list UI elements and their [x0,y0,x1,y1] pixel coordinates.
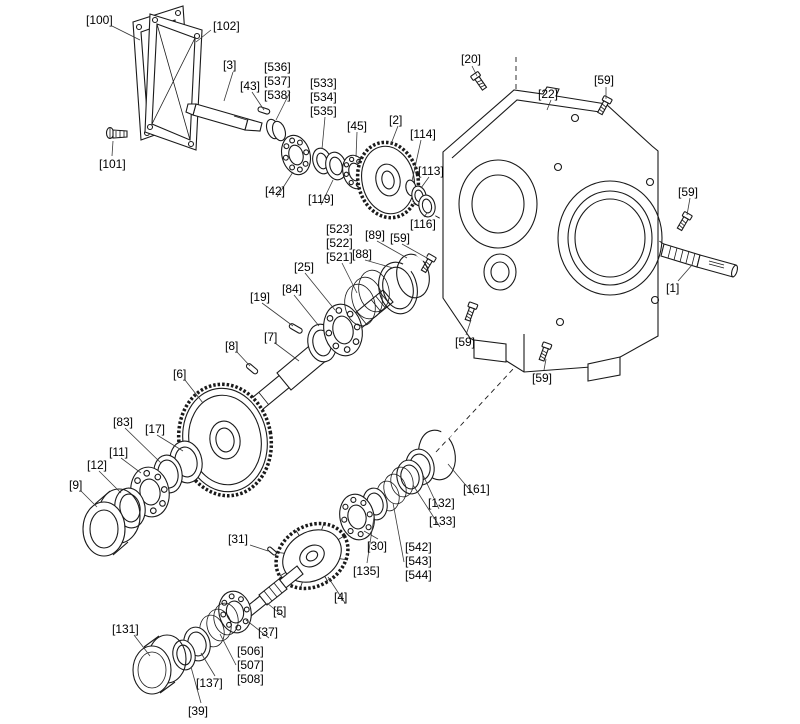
label-543: [543] [405,554,432,568]
label-132: [132] [428,496,455,510]
label-5: [5] [273,604,287,618]
label-102: [102] [213,19,240,33]
label-6: [6] [173,367,187,381]
label-100: [100] [86,13,113,27]
shaft-3 [185,103,263,132]
label-37: [37] [258,625,279,639]
label-31: [31] [228,532,249,546]
label-536: [536] [264,60,291,74]
label-535: [535] [310,104,337,118]
screw-59-right [675,210,693,233]
label-59-bottom: [59] [532,371,553,385]
key-43 [257,106,271,115]
cover-102 [144,13,203,151]
label-508: [508] [237,672,264,686]
label-11: [11] [109,445,129,459]
housing-22 [442,86,663,382]
label-83: [83] [113,415,134,429]
label-45: [45] [347,119,368,133]
label-544: [544] [405,568,432,582]
label-84: [84] [282,282,303,296]
shims-506-508 [199,602,239,648]
key-31 [267,546,277,556]
leader-lines [80,25,693,704]
bearing-42 [280,134,312,176]
bearing-25 [323,303,363,357]
label-4: [4] [334,590,348,604]
label-137: [137] [196,676,223,690]
screw-101 [105,126,128,140]
gear-2 [355,140,421,220]
label-131: [131] [112,622,139,636]
label-507: [507] [237,658,264,672]
label-59-right: [59] [678,185,699,199]
label-30: [30] [367,539,388,553]
label-8: [8] [225,339,239,353]
label-59-mid: [59] [390,231,411,245]
label-161: [161] [463,482,490,496]
ring-39 [172,639,196,671]
label-59-top: [59] [594,73,615,87]
label-542: [542] [405,540,432,554]
label-533: [533] [310,76,337,90]
shims-521-523 [344,269,390,327]
label-538: [538] [264,88,291,102]
cap-9 [82,488,141,557]
label-523: [523] [326,222,353,236]
label-42: [42] [265,184,286,198]
label-39: [39] [188,704,209,718]
label-9: [9] [69,478,83,492]
label-89: [89] [365,228,386,242]
label-119: [119] [308,192,334,206]
snap-ring-88 [378,260,418,315]
label-59-front: [59] [455,335,476,349]
bearing-37 [218,590,252,634]
label-22: [22] [538,87,559,101]
label-537: [537] [264,74,291,88]
label-534: [534] [310,90,337,104]
label-133: [133] [429,514,456,528]
label-506: [506] [237,644,264,658]
ring-116 [418,194,436,218]
label-25: [25] [294,260,315,274]
cap-131 [132,634,187,695]
label-43: [43] [240,79,261,93]
label-1: [1] [666,281,680,295]
label-12: [12] [87,458,108,472]
label-17: [17] [145,422,166,436]
label-114: [114] [410,127,436,141]
seals-536-538 [265,118,287,142]
label-101: [101] [99,157,126,171]
label-2: [2] [389,113,403,127]
label-3: [3] [223,58,237,72]
label-521: [521] [326,250,353,264]
label-135: [135] [353,564,380,578]
shaft-1 [660,243,739,278]
shims-542-544 [376,466,414,512]
label-522: [522] [326,236,353,250]
screw-20 [469,70,489,92]
key-8 [245,363,259,375]
bearing-30 [339,493,375,541]
label-19: [19] [250,290,271,304]
label-88: [88] [352,247,373,261]
label-20: [20] [461,52,482,66]
label-116: [116] [410,217,436,231]
label-7: [7] [264,330,278,344]
label-113: [113] [418,164,444,178]
ring-133 [396,459,424,495]
